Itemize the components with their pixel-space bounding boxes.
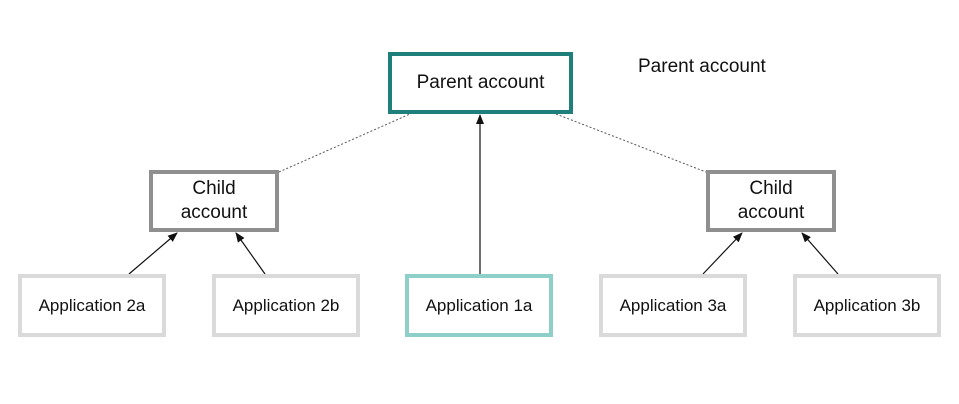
application-2b-box: Application 2b bbox=[212, 274, 360, 337]
application-1a-box: Application 1a bbox=[405, 274, 553, 337]
application-2a-label: Application 2a bbox=[38, 295, 146, 315]
child-account-box-left: Child account bbox=[149, 170, 279, 232]
application-3a-box: Application 3a bbox=[599, 274, 747, 337]
dotted-connector-left bbox=[278, 113, 411, 173]
parent-account-box: Parent account bbox=[388, 52, 573, 114]
parent-account-label: Parent account bbox=[416, 72, 545, 94]
application-2b-label: Application 2b bbox=[232, 295, 340, 315]
child-account-label-left: Child account bbox=[180, 178, 248, 223]
child-account-box-right: Child account bbox=[706, 170, 836, 232]
arrow-app-3b-to-child-right bbox=[801, 232, 839, 275]
application-3b-label: Application 3b bbox=[813, 295, 921, 315]
arrow-app-3a-to-child-right bbox=[702, 232, 743, 275]
child-account-label-right: Child account bbox=[737, 178, 805, 223]
arrow-app-2a-to-child-left bbox=[128, 232, 178, 275]
application-3b-box: Application 3b bbox=[793, 274, 941, 337]
dotted-connector-right bbox=[555, 113, 707, 173]
legend-label: Parent account bbox=[638, 56, 766, 77]
application-3a-label: Application 3a bbox=[619, 295, 727, 315]
application-1a-label: Application 1a bbox=[425, 295, 533, 315]
application-2a-box: Application 2a bbox=[18, 274, 166, 337]
arrow-app-2b-to-child-left bbox=[235, 232, 266, 275]
